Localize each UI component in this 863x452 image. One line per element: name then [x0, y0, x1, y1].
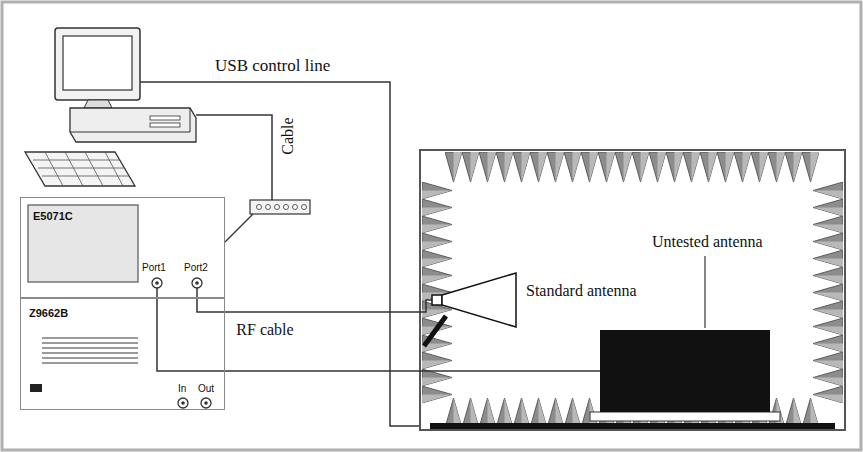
- port-stub: [196, 288, 198, 298]
- port-connector: [192, 278, 202, 288]
- anechoic-chamber: [420, 150, 845, 430]
- port-pin: [195, 281, 199, 285]
- wire-label: Cable: [279, 117, 297, 154]
- horn-support: [424, 316, 446, 346]
- monitor: [55, 28, 140, 100]
- vent-row: [42, 342, 138, 344]
- analyzer-screen: [28, 205, 138, 282]
- horn-feed: [432, 295, 442, 305]
- wire-label: USB control line: [215, 56, 330, 76]
- case-edge: [70, 132, 190, 133]
- vent-grille-dots: [42, 337, 138, 364]
- network-cable: [196, 115, 272, 200]
- drive-slot: [150, 123, 180, 127]
- port-label: Port1: [142, 262, 166, 274]
- port-label: Out: [198, 383, 214, 395]
- in-connector: [178, 398, 188, 408]
- node-label: Z9662B: [29, 307, 68, 320]
- node-label: E5071C: [33, 210, 73, 223]
- network-hub: [250, 200, 310, 214]
- connector-pin: [204, 401, 208, 405]
- port-pin: [155, 281, 159, 285]
- hub-port: [293, 205, 298, 210]
- keyboard: [25, 152, 135, 186]
- port-stub: [156, 288, 158, 298]
- vent-row: [42, 357, 138, 359]
- hub-ports: [257, 205, 307, 210]
- port-label: Port2: [184, 262, 208, 274]
- absorber-row-top: [445, 152, 819, 182]
- hub-port: [275, 205, 280, 210]
- hub-port: [302, 205, 307, 210]
- drive-slot: [150, 116, 180, 120]
- node-label: Untested antenna: [652, 233, 763, 251]
- rf-cable: [197, 298, 432, 312]
- absorber-column-left: [422, 182, 452, 403]
- edge-label: RF cable: [234, 321, 295, 339]
- port-label: In: [178, 383, 186, 395]
- rf-cable: [157, 298, 600, 371]
- vent-row: [42, 362, 138, 364]
- vent-row: [42, 352, 138, 354]
- keyboard-keys: [45, 152, 123, 186]
- hub-to-analyzer-wire: [225, 214, 253, 242]
- vent-row: [42, 347, 138, 349]
- usb-control-wire: [140, 82, 445, 426]
- vent-row: [42, 337, 138, 339]
- power-switch: [30, 384, 42, 392]
- horn-antenna: Standard antenna: [432, 272, 516, 328]
- hub-port: [284, 205, 289, 210]
- monitor-stand: [84, 100, 112, 108]
- connector-pin: [181, 401, 185, 405]
- horn-flare: [442, 273, 516, 327]
- vent-grille: [40, 335, 140, 367]
- port-connector: [152, 278, 162, 288]
- node-label: Standard antenna: [526, 282, 637, 300]
- computer-case: [70, 108, 196, 142]
- out-connector: [201, 398, 211, 408]
- keyboard-keys: [33, 160, 129, 176]
- turntable-platform: [590, 412, 780, 421]
- absorber-column-right: [813, 182, 843, 403]
- hub-port: [266, 205, 271, 210]
- antenna-under-test: Untested antenna: [600, 330, 770, 412]
- computer-icon: [25, 28, 196, 186]
- leader-line: [704, 256, 705, 328]
- horn-outline: [432, 272, 516, 328]
- monitor-screen: [63, 36, 132, 90]
- case-edge: [190, 108, 191, 132]
- switch-unit-panel: Z9662B: [20, 298, 225, 410]
- analyzer-panel: E5071C: [20, 197, 225, 298]
- hub-port: [257, 205, 262, 210]
- turntable-base: [430, 423, 835, 429]
